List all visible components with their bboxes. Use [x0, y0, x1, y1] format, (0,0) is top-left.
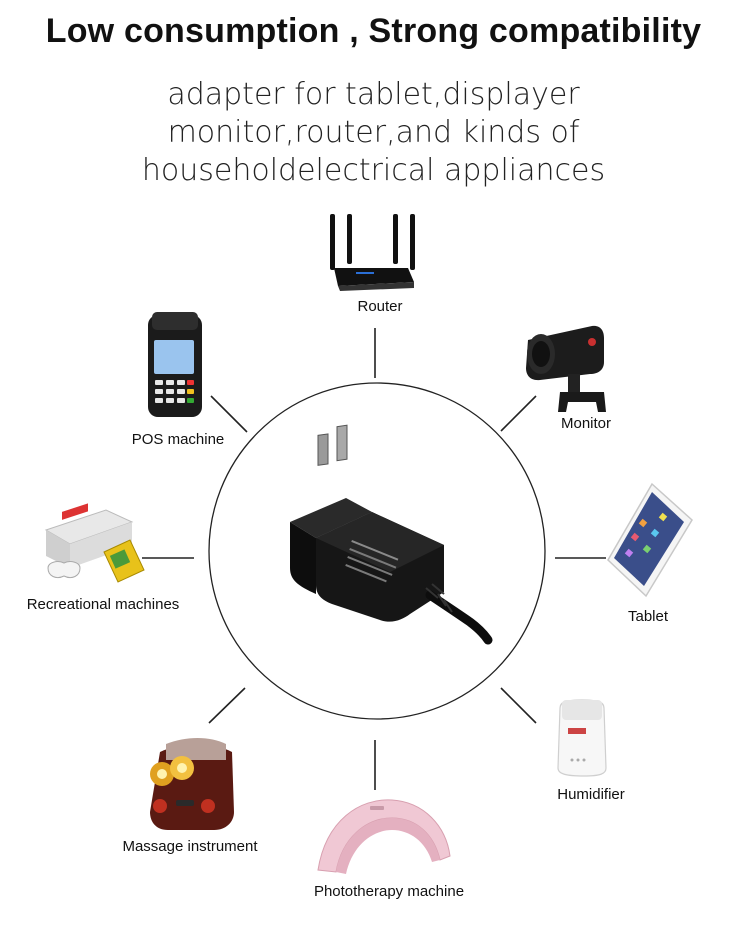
connector-monitor	[500, 395, 537, 432]
pos-machine-icon	[148, 312, 202, 417]
nail-lamp-icon	[317, 799, 451, 874]
center-circle	[208, 382, 546, 720]
label-phototherapy-machine: Phototherapy machine	[313, 883, 465, 900]
router-icon	[330, 214, 415, 291]
humidifier-icon	[557, 699, 607, 777]
connector-humidifier	[500, 687, 537, 724]
label-recreational-machines: Recreational machines	[26, 596, 180, 613]
label-humidifier: Humidifier	[557, 786, 625, 803]
label-pos-machine: POS machine	[131, 431, 225, 448]
game-console-icon	[44, 503, 145, 583]
massager-icon	[150, 738, 234, 830]
connector-lines	[142, 328, 606, 790]
tablet-icon	[607, 482, 693, 598]
connector-pos	[210, 395, 248, 433]
page-subtitle: adapter for tablet,displayer monitor,rou…	[0, 76, 747, 190]
page-title: Low consumption , Strong compatibility	[45, 12, 702, 50]
label-monitor: Monitor	[560, 415, 612, 432]
label-tablet: Tablet	[627, 608, 669, 625]
security-camera-icon	[526, 325, 606, 412]
connector-massage	[208, 687, 246, 724]
label-router: Router	[357, 298, 403, 315]
subtitle-line-1: adapter for tablet,displayer	[167, 77, 580, 112]
power-adapter-icon	[290, 424, 493, 645]
subtitle-line-2: monitor,router,and kinds of	[167, 115, 580, 150]
subtitle-line-3: householdelectrical appliances	[141, 153, 606, 188]
label-massage-instrument: Massage instrument	[122, 838, 258, 855]
